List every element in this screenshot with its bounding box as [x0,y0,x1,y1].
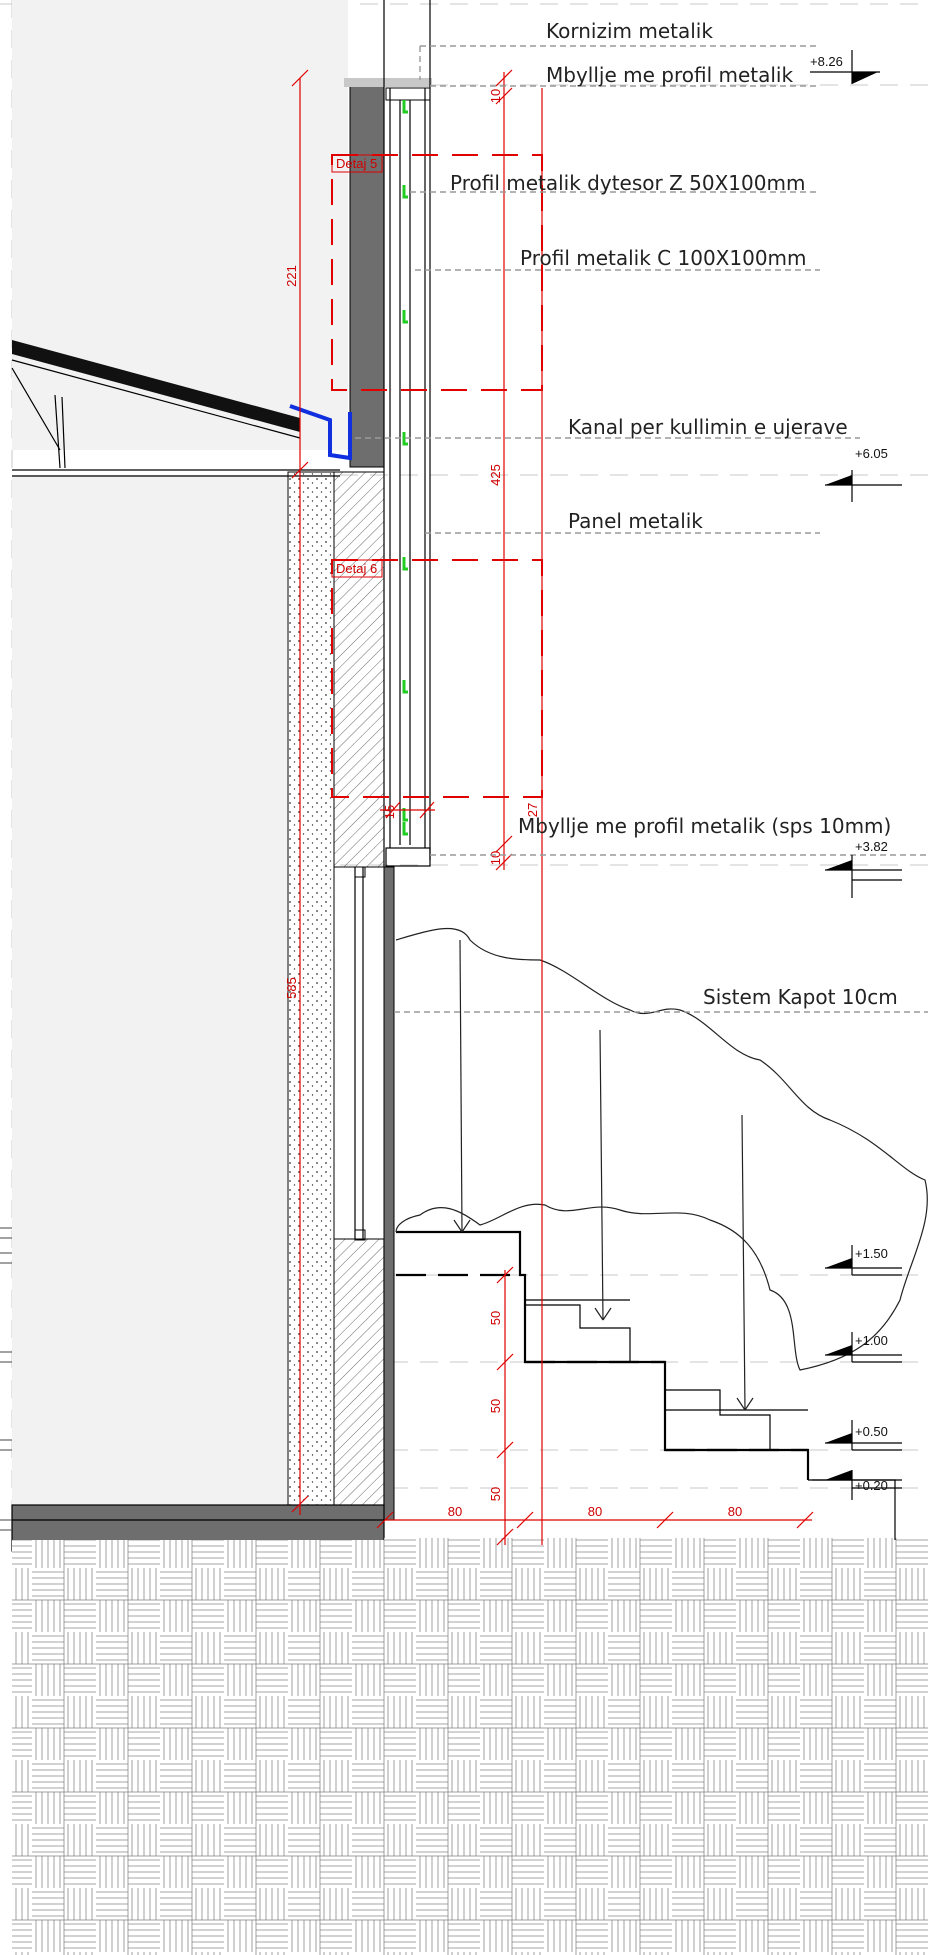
level-826-text: +8.26 [810,54,843,69]
level-marker-050: +0.50 [825,1420,902,1451]
dim-221: 221 [284,265,299,287]
dim-27: 27 [525,803,540,817]
dim-585: 585 [284,977,299,999]
label-leaders [355,45,928,1013]
parapet-cap [344,78,432,87]
facade-panel-system [385,87,431,867]
dim-10-top: 10 [488,89,503,103]
level-marker-020: +0.20 [812,1470,902,1500]
dim-80-b: 80 [588,1504,602,1519]
dim-50-a: 50 [488,1311,503,1325]
detail-box-5: Detaj 5 [331,154,543,391]
label-panel-metalik: Panel metalik [568,509,703,533]
trees [395,927,928,1411]
label-mbyllje-bottom: Mbyllje me profil metalik (sps 10mm) [518,814,891,838]
rain-gutter [289,404,352,461]
label-profil-z: Profil metalik dytesor Z 50X100mm [450,171,805,195]
level-100-text: +1.00 [855,1333,888,1348]
masonry-wall-upper [333,471,385,868]
upper-interior-fill [12,0,348,450]
level-020-text: +0.20 [855,1478,888,1493]
level-marker-150: +1.50 [825,1245,902,1276]
masonry-wall-lower [333,1238,385,1520]
dim-80-c: 80 [728,1504,742,1519]
insulation-layer [287,471,335,1508]
level-marker-826: +8.26 [810,50,880,84]
level-150-text: +1.50 [855,1246,888,1261]
detail-5-label: Detaj 5 [336,156,377,171]
level-050-text: +0.50 [855,1424,888,1439]
dim-50-b: 50 [488,1399,503,1413]
label-mbyllje-top: Mbyllje me profil metalik [546,63,793,87]
dim-10-bottom: 10 [488,851,503,865]
label-sistem-kapot: Sistem Kapot 10cm [703,985,898,1009]
dim-15: 15 [382,805,397,819]
dim-50-c: 50 [488,1487,503,1501]
window-frame [333,866,385,1240]
label-kornizim-metalik: Kornizim metalik [546,19,713,43]
level-605-text: +6.05 [855,446,888,461]
dim-80-a: 80 [448,1504,462,1519]
label-kanal: Kanal per kullimin e ujerave [568,415,848,439]
dimension-lines [291,69,814,1546]
label-profil-c: Profil metalik C 100X100mm [520,246,807,270]
level-marker-100: +1.00 [825,1332,902,1363]
stepped-planters [396,1230,896,1540]
detail-6-label: Detaj 6 [336,561,377,576]
level-382-text: +3.82 [855,839,888,854]
ground-soil [12,1540,928,1955]
lower-interior-fill [12,475,287,1505]
upper-parapet-wall [349,81,385,468]
left-edge-marks [0,1227,12,1531]
metal-clips [402,100,408,836]
sloped-roof [11,340,340,477]
exterior-cladding-strip [383,866,395,1521]
level-marker-382: +3.82 [825,839,902,898]
dim-425: 425 [488,464,503,486]
level-marker-605: +6.05 [825,446,902,502]
